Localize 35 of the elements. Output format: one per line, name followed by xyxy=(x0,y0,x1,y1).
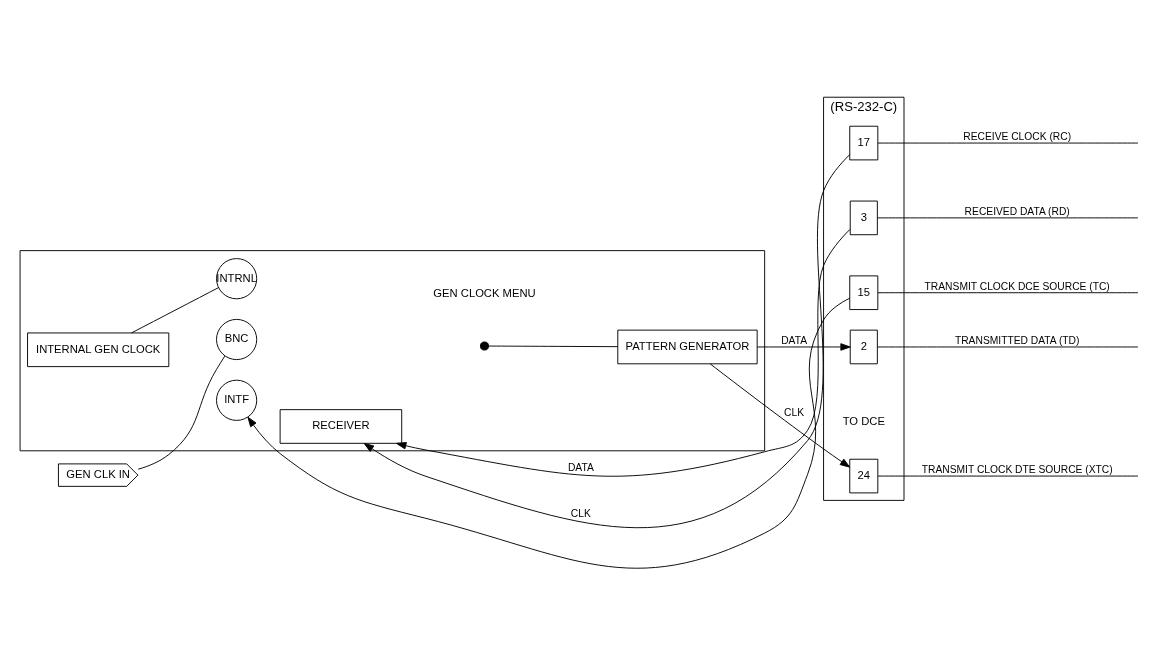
node-box: PATTERN GENERATOR xyxy=(617,329,758,365)
edge-label: RECEIVED DATA (RD) xyxy=(964,205,1070,217)
connector xyxy=(877,292,1139,294)
arrow xyxy=(709,363,851,468)
edge-label: DATA xyxy=(781,334,808,346)
arrow xyxy=(756,343,851,351)
arrow xyxy=(363,154,851,529)
node-circle: INTF xyxy=(216,379,258,421)
arrow xyxy=(247,297,851,569)
node-box: 15 xyxy=(849,275,879,311)
arrow xyxy=(396,229,851,477)
node-box: 3 xyxy=(849,200,878,236)
node-circle: BNC xyxy=(216,318,258,361)
node-box: 2 xyxy=(849,329,878,365)
connector xyxy=(877,475,1139,477)
node-box: 17 xyxy=(849,125,879,161)
edge-label: TRANSMITTED DATA (TD) xyxy=(954,334,1080,346)
node-label: TO DCE xyxy=(842,414,885,427)
edge-label: CLK xyxy=(570,508,591,520)
node-switch xyxy=(479,341,489,351)
edge-label: CLK xyxy=(784,407,805,419)
connector xyxy=(877,142,1139,144)
label: GEN CLOCK MENU xyxy=(433,286,536,299)
connector xyxy=(137,355,226,470)
node-box: RECEIVER xyxy=(279,409,403,444)
edge-label: TRANSMIT CLOCK DTE SOURCE (XTC) xyxy=(921,464,1113,476)
node-box: 24 xyxy=(849,458,879,494)
connector xyxy=(131,287,219,334)
edge-label: TRANSMIT CLOCK DCE SOURCE (TC) xyxy=(924,280,1110,292)
connector xyxy=(877,346,1139,348)
connector xyxy=(877,217,1139,219)
node-box: INTERNAL GEN CLOCK xyxy=(27,332,170,368)
edge-label: DATA xyxy=(567,462,594,474)
edge-label: RECEIVE CLOCK (RC) xyxy=(963,131,1072,143)
connector xyxy=(488,345,619,348)
